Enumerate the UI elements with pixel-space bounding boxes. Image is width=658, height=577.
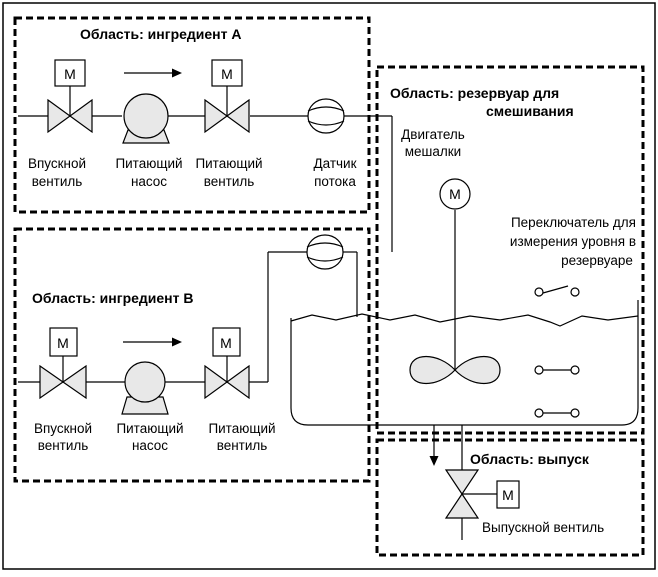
b-flow-arrow	[123, 337, 182, 347]
motor-box	[49, 327, 78, 357]
level-switch-open	[534, 285, 580, 297]
motor-letter: M	[502, 487, 514, 503]
level-switch-closed-1	[534, 365, 580, 375]
b-feed-valve: M	[204, 327, 250, 400]
motor-box	[211, 59, 243, 87]
mixer-motor-label: Двигатель	[401, 127, 465, 142]
b-inlet-valve-label-2: вентиль	[38, 438, 89, 453]
motor-letter: M	[57, 335, 69, 351]
a-flow-sensor	[307, 98, 345, 134]
b-feed-valve-label-2: вентиль	[217, 438, 268, 453]
b-inlet-valve: M	[39, 327, 87, 400]
mixer-motor-label-2: мешалки	[405, 144, 461, 159]
motor-box	[54, 59, 86, 87]
a-flow-sensor-label-2: потока	[314, 174, 356, 189]
outer-frame	[2, 2, 656, 570]
motor-box	[496, 480, 520, 509]
b-feed-valve-label: Питающий	[208, 421, 275, 436]
a-inlet-valve: M	[47, 59, 93, 134]
ingredient-b-line	[18, 251, 358, 383]
motor-box	[212, 327, 241, 357]
zone-ingredient-a	[13, 16, 371, 214]
motor-letter: M	[449, 186, 461, 202]
zone-mixing-tank	[375, 65, 645, 435]
b-flow-sensor	[306, 234, 344, 270]
b-feed-pump	[121, 361, 169, 415]
a-pump-label-2: насос	[131, 174, 167, 189]
a-inlet-valve-label: Впускной	[28, 156, 86, 171]
a-inlet-valve-label-2: вентиль	[32, 174, 83, 189]
motor-letter: M	[220, 335, 232, 351]
mixer-motor: M	[439, 178, 471, 370]
outlet-valve-label: Выпускной вентиль	[482, 520, 604, 535]
a-flow-arrow	[124, 68, 182, 78]
a-pump-label: Питающий	[115, 156, 182, 171]
level-switch-label: Переключатель для	[511, 215, 636, 230]
outlet-line	[429, 425, 463, 540]
a-feed-valve-label-2: вентиль	[204, 174, 255, 189]
motor-letter: M	[221, 66, 233, 82]
b-inlet-valve-label: Впускной	[34, 421, 92, 436]
mixer-impeller	[409, 356, 501, 384]
mixing-tank	[290, 300, 639, 426]
level-switch-label-3: резервуаре	[561, 253, 633, 268]
motor-letter: M	[64, 66, 76, 82]
a-feed-valve: M	[204, 59, 250, 134]
zone-tank-title-line2: смешивания	[486, 103, 574, 119]
level-switch-label-2: измерения уровня в	[510, 234, 636, 249]
zone-b-title: Область: ингредиент B	[32, 290, 194, 306]
zone-tank-title: Область: резервуар для	[390, 85, 559, 101]
ingredient-a-line	[18, 115, 393, 252]
liquid-surface	[290, 313, 639, 327]
zone-ingredient-b	[13, 227, 371, 483]
a-feed-pump	[122, 93, 170, 144]
zone-a-title: Область: ингредиент A	[80, 26, 242, 42]
zone-outlet	[375, 438, 645, 557]
zone-outlet-title: Область: выпуск	[470, 451, 590, 467]
a-flow-sensor-label: Датчик	[313, 156, 356, 171]
a-feed-valve-label: Питающий	[195, 156, 262, 171]
outlet-valve: M	[444, 469, 520, 519]
b-pump-label: Питающий	[116, 421, 183, 436]
b-pump-label-2: насос	[132, 438, 168, 453]
level-switch-closed-2	[534, 408, 580, 418]
